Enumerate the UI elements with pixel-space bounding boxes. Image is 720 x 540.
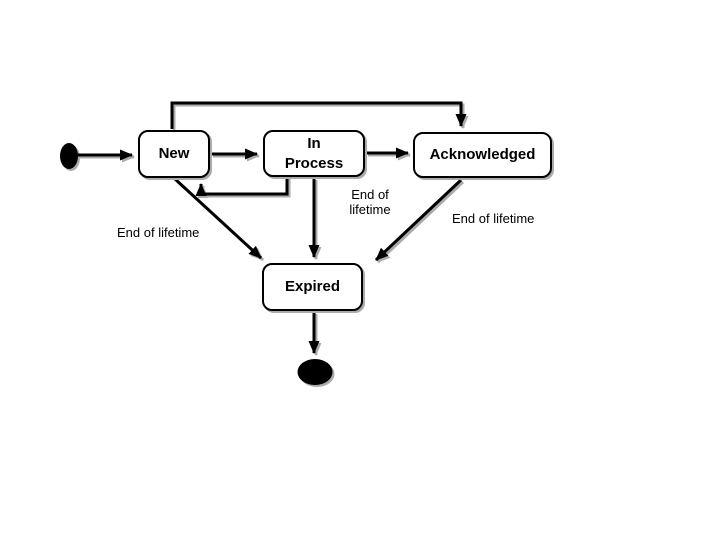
state-new-label: New [158, 145, 190, 162]
initial-state-icon [60, 143, 78, 169]
transition-inprocess-to-new [195, 177, 289, 196]
state-expired-label: Expired [284, 278, 341, 295]
transition-acknowledged-to-expired [374, 178, 463, 262]
state-expired: Expired [262, 263, 363, 311]
state-new: New [138, 130, 210, 178]
state-in-process-label: In Process [284, 134, 344, 172]
transition-label-acknowledged-expired: End of lifetime [452, 211, 535, 226]
transition-label-new-expired: End of lifetime [117, 225, 200, 240]
state-in-process: In Process [263, 130, 365, 177]
state-acknowledged-label: Acknowledged [429, 146, 536, 163]
state-acknowledged: Acknowledged [413, 132, 552, 178]
transition-new-to-acknowledged [170, 101, 467, 129]
transition-label-inprocess-expired: End of lifetime [349, 187, 391, 217]
transition-new-to-expired [173, 177, 263, 260]
final-state-icon [297, 359, 333, 385]
